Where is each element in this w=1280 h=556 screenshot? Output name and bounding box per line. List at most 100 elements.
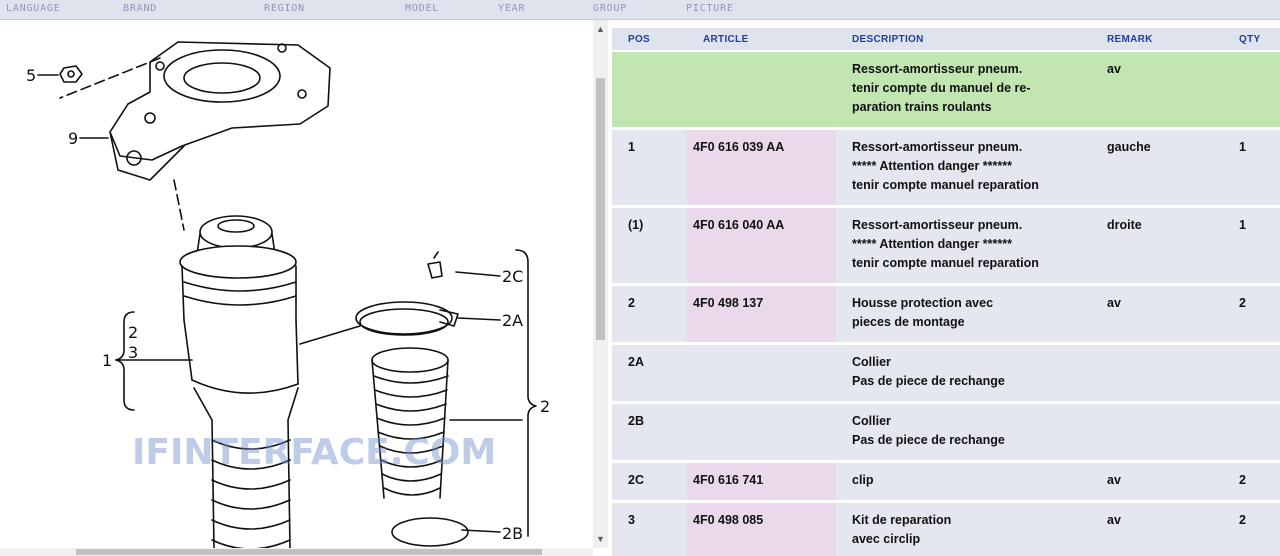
header-more[interactable]: MO <box>1267 28 1280 52</box>
scroll-down-arrow-icon[interactable]: ▼ <box>596 534 605 544</box>
cell-more <box>1267 286 1280 345</box>
callout-2-left[interactable]: 2 <box>128 323 138 342</box>
table-row[interactable]: 2B Collier Pas de piece de rechange <box>612 404 1280 463</box>
callout-2-right[interactable]: 2 <box>540 397 550 416</box>
cell-remark <box>1091 345 1223 404</box>
cell-description: Housse protection avec pieces de montage <box>836 286 1091 345</box>
nav-group[interactable]: GROUP <box>593 3 628 14</box>
cell-description: Ressort-amortisseur pneum. ***** Attenti… <box>836 130 1091 208</box>
nav-year[interactable]: YEAR <box>498 3 526 14</box>
cell-remark: gauche <box>1091 130 1223 208</box>
header-pos[interactable]: POS <box>612 28 687 52</box>
cell-description: Collier Pas de piece de rechange <box>836 345 1091 404</box>
header-description[interactable]: DESCRIPTION <box>836 28 1091 52</box>
cell-description: Ressort-amortisseur pneum. tenir compte … <box>836 52 1091 130</box>
cell-more <box>1267 463 1280 503</box>
cell-article <box>687 404 836 463</box>
table-row[interactable]: 1 4F0 616 039 AA Ressort-amortisseur pne… <box>612 130 1280 208</box>
lower-clamp-part <box>391 517 469 547</box>
description-line: tenir compte du manuel de re- <box>852 81 1031 95</box>
nav-picture[interactable]: PICTURE <box>686 3 734 14</box>
description-line: Collier <box>852 414 891 428</box>
header-remark[interactable]: REMARK <box>1091 28 1223 52</box>
cell-more <box>1267 345 1280 404</box>
callout-9[interactable]: 9 <box>68 129 78 148</box>
callout-3[interactable]: 3 <box>128 343 138 362</box>
nav-region[interactable]: REGION <box>264 3 305 14</box>
cell-article[interactable]: 4F0 616 741 <box>687 463 836 503</box>
table-row[interactable]: Ressort-amortisseur pneum. tenir compte … <box>612 52 1280 130</box>
table-row[interactable]: 2 4F0 498 137 Housse protection avec pie… <box>612 286 1280 345</box>
cell-article[interactable]: 4F0 498 085 <box>687 503 836 556</box>
air-strut <box>179 215 299 548</box>
cell-pos: (1) <box>612 208 687 286</box>
description-line: pieces de montage <box>852 315 965 329</box>
cell-pos: 2A <box>612 345 687 404</box>
parts-diagram: 5 9 1 2 3 2C 2A 2B 2 IFINTERFACE.COM <box>26 41 550 548</box>
scroll-up-arrow-icon[interactable]: ▲ <box>596 24 605 34</box>
top-navigation-bar: LANGUAGE BRAND REGION MODEL YEAR GROUP P… <box>0 0 1280 20</box>
cell-article[interactable] <box>687 52 836 130</box>
cell-more <box>1267 503 1280 556</box>
cell-article[interactable]: 4F0 616 040 AA <box>687 208 836 286</box>
callout-1[interactable]: 1 <box>102 351 112 370</box>
table-row[interactable]: 2A Collier Pas de piece de rechange <box>612 345 1280 404</box>
callout-5[interactable]: 5 <box>26 66 36 85</box>
callout-2b[interactable]: 2B <box>502 524 523 543</box>
cell-description: clip <box>836 463 1091 503</box>
description-line: Ressort-amortisseur pneum. <box>852 218 1023 232</box>
cell-article[interactable]: 4F0 616 039 AA <box>687 130 836 208</box>
callout-2a[interactable]: 2A <box>502 311 523 330</box>
horizontal-scroll-thumb[interactable] <box>76 549 542 555</box>
description-line: Kit de reparation <box>852 513 952 527</box>
parts-table: POS ARTICLE DESCRIPTION REMARK QTY MO Re… <box>612 28 1280 556</box>
description-line: tenir compte manuel reparation <box>852 256 1039 270</box>
clamp-part <box>355 301 459 336</box>
parts-diagram-panel[interactable]: 5 9 1 2 3 2C 2A 2B 2 IFINTERFACE.COM <box>0 20 593 548</box>
diagram-horizontal-scrollbar[interactable] <box>0 548 593 556</box>
cell-description: Ressort-amortisseur pneum. ***** Attenti… <box>836 208 1091 286</box>
description-line: tenir compte manuel reparation <box>852 178 1039 192</box>
table-row[interactable]: 3 4F0 498 085 Kit de reparation avec cir… <box>612 503 1280 556</box>
cell-pos: 1 <box>612 130 687 208</box>
description-line: ***** Attention danger ****** <box>852 159 1012 173</box>
diagram-vertical-scrollbar[interactable]: ▲ ▼ <box>593 20 608 548</box>
callout-2c[interactable]: 2C <box>502 267 523 286</box>
description-line: avec circlip <box>852 532 921 546</box>
nav-brand[interactable]: BRAND <box>123 3 158 14</box>
cell-article <box>687 345 836 404</box>
cell-remark <box>1091 404 1223 463</box>
cell-qty <box>1223 404 1267 463</box>
description-line: Pas de piece de rechange <box>852 433 1005 447</box>
cell-remark: av <box>1091 286 1223 345</box>
cell-more <box>1267 404 1280 463</box>
vertical-scroll-thumb[interactable] <box>596 78 605 340</box>
header-article[interactable]: ARTICLE <box>687 28 836 52</box>
cell-remark: droite <box>1091 208 1223 286</box>
cell-more <box>1267 130 1280 208</box>
cell-qty: 2 <box>1223 286 1267 345</box>
description-line: paration trains roulants <box>852 100 992 114</box>
cell-description: Collier Pas de piece de rechange <box>836 404 1091 463</box>
table-row[interactable]: (1) 4F0 616 040 AA Ressort-amortisseur p… <box>612 208 1280 286</box>
description-line: Collier <box>852 355 891 369</box>
nav-language[interactable]: LANGUAGE <box>6 3 61 14</box>
table-header-row: POS ARTICLE DESCRIPTION REMARK QTY MO <box>612 28 1280 52</box>
cell-pos: 2 <box>612 286 687 345</box>
cell-more <box>1267 208 1280 286</box>
cell-remark: av <box>1091 503 1223 556</box>
cell-article[interactable]: 4F0 498 137 <box>687 286 836 345</box>
cell-pos: 2B <box>612 404 687 463</box>
description-line: Ressort-amortisseur pneum. <box>852 62 1023 76</box>
cell-pos: 3 <box>612 503 687 556</box>
table-row[interactable]: 2C 4F0 616 741 clip av 2 <box>612 463 1280 503</box>
cell-qty <box>1223 52 1267 130</box>
nav-model[interactable]: MODEL <box>405 3 440 14</box>
cell-remark: av <box>1091 52 1223 130</box>
cell-description: Kit de reparation avec circlip <box>836 503 1091 556</box>
cell-remark: av <box>1091 463 1223 503</box>
description-line: ***** Attention danger ****** <box>852 237 1012 251</box>
header-qty[interactable]: QTY <box>1223 28 1267 52</box>
cell-qty: 2 <box>1223 463 1267 503</box>
cell-pos: 2C <box>612 463 687 503</box>
